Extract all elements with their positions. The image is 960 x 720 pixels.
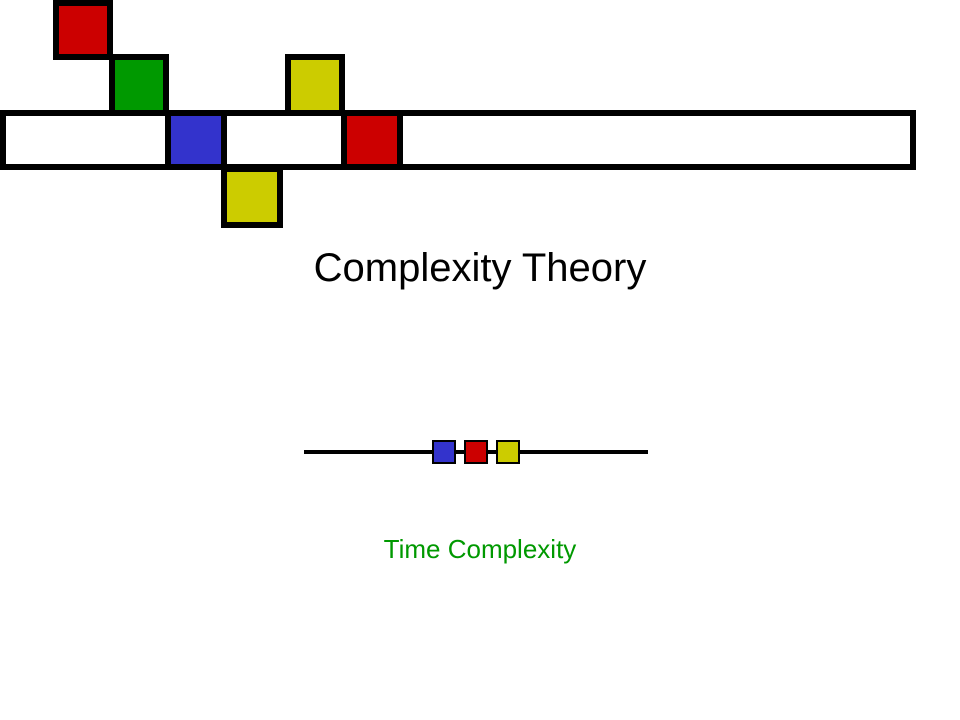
- green-square: [109, 54, 169, 116]
- red-square-top: [53, 0, 113, 60]
- divider-line-left: [304, 450, 434, 454]
- divider-yellow-square: [496, 440, 520, 464]
- yellow-square-lower: [221, 166, 283, 228]
- red-square-bar: [341, 110, 403, 170]
- divider-line-gap-1: [456, 450, 464, 454]
- divider-blue-square: [432, 440, 456, 464]
- slide-title: Complexity Theory: [313, 246, 647, 290]
- divider-line-right: [518, 450, 648, 454]
- divider-line-gap-2: [488, 450, 496, 454]
- slide-subtitle: Time Complexity: [383, 534, 577, 564]
- blue-square: [165, 110, 227, 170]
- divider-red-square: [464, 440, 488, 464]
- header-bar: [0, 110, 916, 170]
- yellow-square-upper: [285, 54, 345, 116]
